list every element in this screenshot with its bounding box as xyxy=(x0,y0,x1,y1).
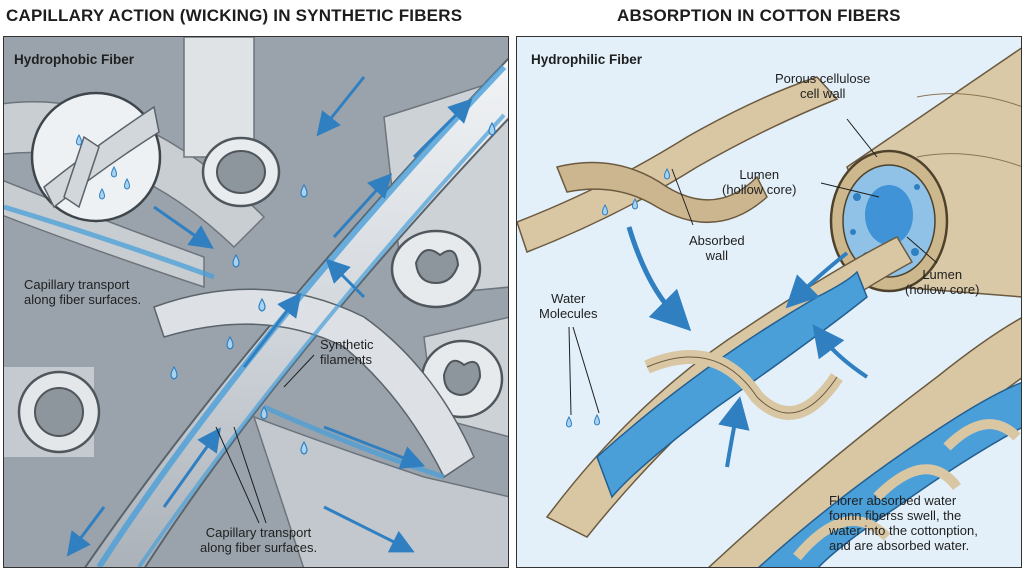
cotton-fiber-illustration xyxy=(517,47,1021,567)
absorbed-wall-label: Absorbed wall xyxy=(689,233,745,263)
left-title: CAPILLARY ACTION (WICKING) IN SYNTHETIC … xyxy=(6,6,463,25)
water-molecules-label: Water Molecules xyxy=(539,291,598,321)
hydrophilic-fiber-heading: Hydrophilic Fiber xyxy=(531,52,643,67)
cotton-fiber-panel: Hydrophilic Fiber Porous cellulose cell … xyxy=(516,36,1022,568)
capillary-transport-label-bottom: Capillary transport along fiber surfaces… xyxy=(200,525,318,555)
lumen-right-label: Lumen (hollow core) xyxy=(905,267,980,297)
absorption-caption: Florer absorbed water fonnn fiberss swel… xyxy=(829,493,978,553)
synthetic-fiber-illustration xyxy=(4,37,508,567)
capillary-transport-label-top: Capillary transport along fiber surfaces… xyxy=(24,277,142,307)
lumen-center-label: Lumen (hollow core) xyxy=(722,167,797,197)
synthetic-fiber-panel: Hydrophobic Fiber Capillary transport al… xyxy=(3,36,509,568)
synthetic-filaments-label: Synthetic filaments xyxy=(320,337,374,367)
right-title: ABSORPTION IN COTTON FIBERS xyxy=(617,6,901,25)
hydrophobic-fiber-heading: Hydrophobic Fiber xyxy=(14,52,135,67)
porous-cell-wall-label: Porous cellulose cell wall xyxy=(775,71,871,101)
